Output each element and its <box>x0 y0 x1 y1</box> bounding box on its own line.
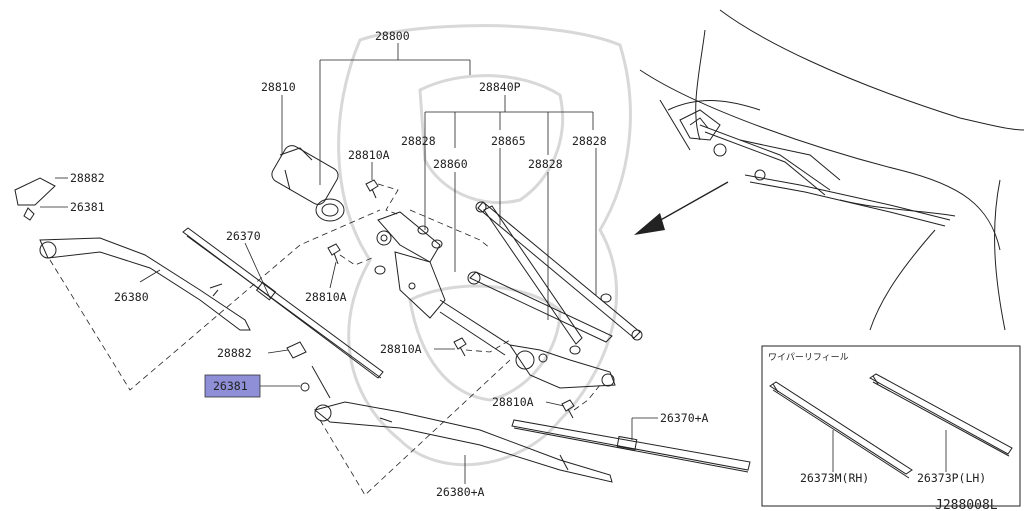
inset-frame <box>761 345 1021 507</box>
wiper-blade-left <box>182 227 384 379</box>
direction-arrow <box>634 181 729 235</box>
drawing-code: J288008L <box>935 498 998 511</box>
callout-26381-left: 26381 <box>70 200 105 214</box>
installed-wiper-assembly <box>679 109 951 227</box>
callout-26381-highlighted[interactable]: 26381 <box>213 379 248 393</box>
callout-28828-right: 28828 <box>572 134 607 148</box>
callout-26373m-rh: 26373M(RH) <box>800 471 869 485</box>
callout-28800: 28800 <box>375 29 410 43</box>
cap-nut-center <box>286 341 331 399</box>
highlight-box <box>204 374 261 398</box>
watermark-emblem <box>337 24 632 467</box>
callout-28828-center: 28828 <box>528 157 563 171</box>
wiper-blade-right <box>511 419 751 473</box>
callout-28860: 28860 <box>433 157 468 171</box>
vehicle-body-outline <box>639 9 1024 331</box>
callout-26370: 26370 <box>226 229 261 243</box>
callout-28810a-top: 28810A <box>348 148 390 162</box>
callout-28882-left: 28882 <box>70 171 105 185</box>
wiper-arm-left <box>14 177 251 331</box>
dashed-guides <box>49 183 601 496</box>
callout-28828-left: 28828 <box>401 134 436 148</box>
callout-28810: 28810 <box>261 80 296 94</box>
callout-28840p: 28840P <box>479 80 521 94</box>
leader-lines <box>40 43 658 484</box>
callout-labels: 28800 28810 28840P 28810A 28828 28860 28… <box>70 29 709 499</box>
inset-title: ワイパーリフィール <box>768 352 849 363</box>
callout-26380: 26380 <box>114 290 149 304</box>
wiper-motor <box>271 145 345 222</box>
refill-rh <box>769 381 913 479</box>
callout-28810a-right: 28810A <box>492 395 534 409</box>
callout-26370a: 26370+A <box>660 411 709 425</box>
callout-28882-center: 28882 <box>217 346 252 360</box>
refill-lh <box>869 373 1013 457</box>
bolts <box>327 179 575 419</box>
callout-28810a-mid: 28810A <box>305 290 347 304</box>
wiper-arm-right <box>313 401 613 483</box>
callout-26373p-lh: 26373P(LH) <box>917 471 986 485</box>
inset-refill-panel: ワイパーリフィール 26373M(RH) 26373P(LH) <box>761 345 1021 507</box>
callout-26380a: 26380+A <box>436 485 485 499</box>
callout-28810a-lower: 28810A <box>380 342 422 356</box>
callout-28865: 28865 <box>491 134 526 148</box>
